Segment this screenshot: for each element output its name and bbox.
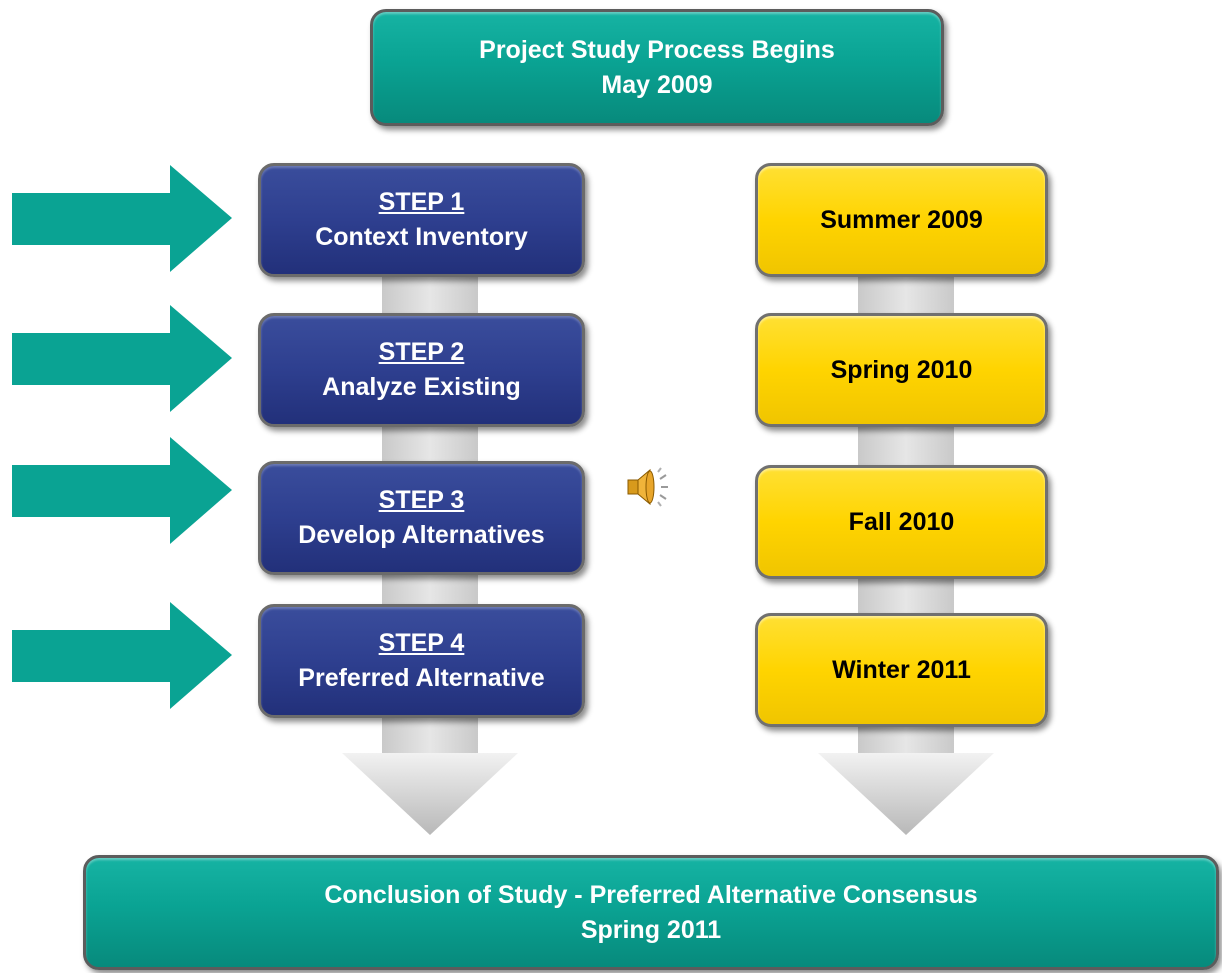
conclusion-title: Conclusion of Study - Preferred Alternat… <box>324 880 978 909</box>
right-arrow-icon <box>12 165 232 272</box>
conclusion-date: Spring 2011 <box>580 915 722 944</box>
step-4-label: Preferred Alternative <box>298 664 545 692</box>
right-arrow-icon <box>12 602 232 709</box>
step-2-box: STEP 2 Analyze Existing <box>258 313 585 427</box>
step-3-box: STEP 3 Develop Alternatives <box>258 461 585 575</box>
timeline-label-3: Fall 2010 <box>848 507 955 536</box>
step-4-title: STEP 4 <box>378 629 465 657</box>
timeline-label-1: Summer 2009 <box>820 205 983 234</box>
step-1-label: Context Inventory <box>315 223 528 251</box>
step-1-title: STEP 1 <box>378 188 465 216</box>
step-3-title: STEP 3 <box>378 486 465 514</box>
speaker-icon[interactable] <box>627 467 668 507</box>
timeline-box-3: Fall 2010 <box>755 465 1048 579</box>
conclusion-box: Conclusion of Study - Preferred Alternat… <box>83 855 1219 970</box>
step-4-box: STEP 4 Preferred Alternative <box>258 604 585 718</box>
right-arrow-icon <box>12 437 232 544</box>
right-arrow-icon <box>12 305 232 412</box>
timeline-box-2: Spring 2010 <box>755 313 1048 427</box>
timeline-box-1: Summer 2009 <box>755 163 1048 277</box>
step-1-box: STEP 1 Context Inventory <box>258 163 585 277</box>
step-3-label: Develop Alternatives <box>298 521 545 549</box>
step-2-title: STEP 2 <box>378 338 465 366</box>
step-2-label: Analyze Existing <box>322 373 521 401</box>
process-start-date: May 2009 <box>601 70 713 99</box>
process-start-title: Project Study Process Begins <box>479 35 835 64</box>
process-start-box: Project Study Process Begins May 2009 <box>370 9 944 126</box>
timeline-label-4: Winter 2011 <box>832 655 971 684</box>
timeline-label-2: Spring 2010 <box>830 355 973 384</box>
timeline-box-4: Winter 2011 <box>755 613 1048 727</box>
